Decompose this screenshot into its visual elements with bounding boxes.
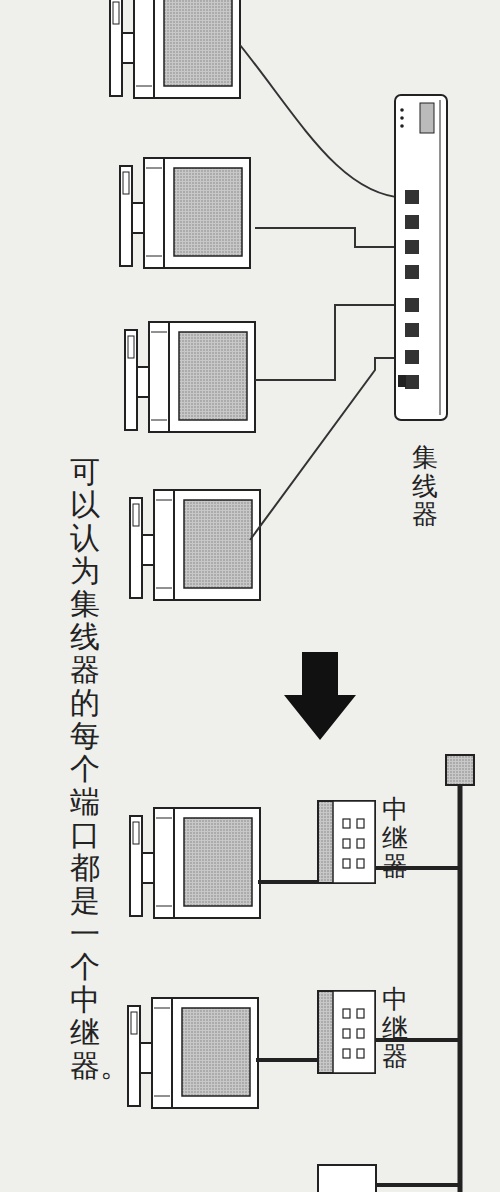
- wire: [256, 868, 460, 1185]
- repeater-node: 中继器: [315, 795, 415, 890]
- device-label: 中继器: [382, 985, 408, 1071]
- transition-arrow: [284, 652, 356, 740]
- bus: [446, 755, 474, 1192]
- device-label: 集线器: [412, 443, 438, 529]
- device-label: 中继器: [382, 795, 408, 881]
- computer: [110, 0, 260, 1108]
- caption: 可以认为集线器的每个端口都是一个中继器。: [70, 455, 100, 1082]
- hub-node: 集线器: [395, 95, 455, 540]
- repeater-node: 中继器: [315, 985, 415, 1080]
- cable: [240, 45, 405, 540]
- repeater-device: [315, 795, 377, 890]
- repeater-device: [315, 985, 377, 1080]
- repeater-device: [318, 1165, 376, 1192]
- hub-device: [395, 95, 447, 420]
